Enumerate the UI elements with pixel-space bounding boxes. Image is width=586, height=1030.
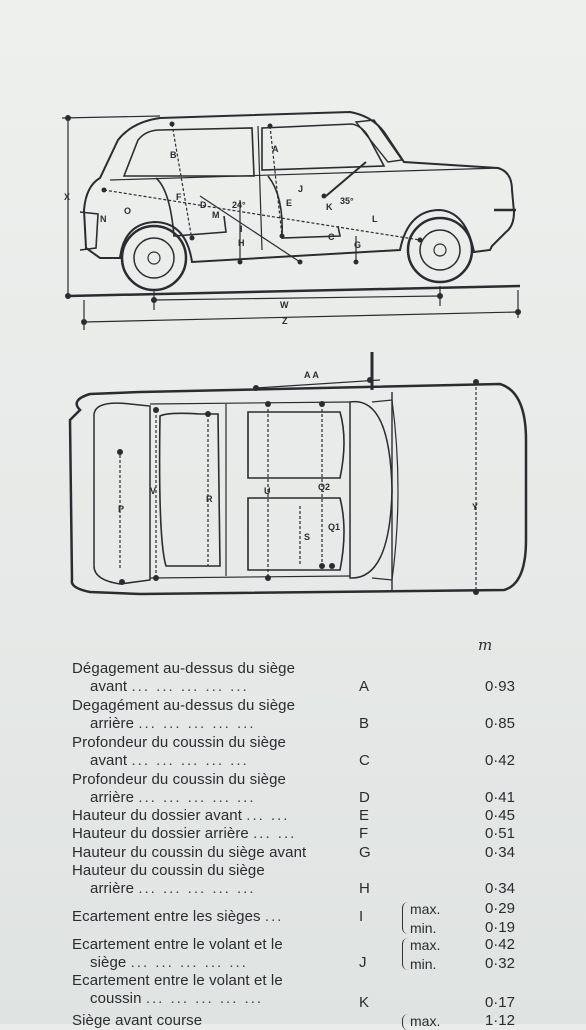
max-label: max. xyxy=(410,1013,441,1029)
dim-label-y: Y xyxy=(472,502,478,512)
top-view-diagram xyxy=(68,352,528,596)
dim-label-q2: Q2 xyxy=(318,482,330,492)
row-letter: D xyxy=(359,789,370,806)
car-dimension-diagrams: X N O B F D M H A E J K C G L I W Z 24° … xyxy=(61,110,528,596)
row-description-cont: arrière xyxy=(90,715,135,732)
dim-label-f: F xyxy=(176,192,182,202)
dim-label-z: Z xyxy=(282,316,288,326)
row-value: 0·45 xyxy=(484,807,515,824)
row-description: Siège avant course xyxy=(72,1012,203,1029)
row-description: Hauteur du dossier arrière xyxy=(72,825,249,842)
row-description-cont: avant xyxy=(90,752,128,769)
dim-label-n: N xyxy=(100,214,107,224)
row-letter: C xyxy=(359,752,370,769)
row-description: Hauteur du coussin du siège avant xyxy=(72,844,307,861)
dim-label-l: L xyxy=(372,214,378,224)
dim-label-c: C xyxy=(328,232,335,242)
row-letter: B xyxy=(359,715,370,732)
angle-label-24: 24° xyxy=(232,200,246,210)
row-letter: E xyxy=(359,807,370,824)
dim-label-g: G xyxy=(354,240,361,250)
min-value: 0·32 xyxy=(484,955,515,972)
dim-label-d: D xyxy=(200,200,207,210)
dim-label-aa: A A xyxy=(304,370,319,380)
row-description: Degagément au-dessus du siège xyxy=(72,697,296,714)
row-value: 0·34 xyxy=(484,880,515,897)
top-view-dots xyxy=(117,377,479,595)
row-value: 0·51 xyxy=(484,825,515,842)
row-letter: H xyxy=(359,880,370,897)
row-value: 0·34 xyxy=(484,844,515,861)
row-value: 0·93 xyxy=(484,678,515,695)
dim-label-q1: Q1 xyxy=(328,522,340,532)
side-view-diagram xyxy=(61,110,521,330)
row-description: Ecartement entre le volant et le xyxy=(72,936,283,953)
dim-label-m: M xyxy=(212,210,220,220)
row-description: Hauteur du dossier avant xyxy=(72,807,242,824)
range-brace xyxy=(402,902,409,934)
row-letter: I xyxy=(359,908,364,925)
row-letter: F xyxy=(359,825,369,842)
range-brace xyxy=(402,1014,409,1030)
row-description: Ecartement entre le volant et le xyxy=(72,972,283,989)
row-letter: G xyxy=(359,844,371,861)
row-value: 0·41 xyxy=(484,789,515,806)
max-label: max. xyxy=(410,937,441,953)
side-view-dots xyxy=(65,115,521,325)
min-label: min. xyxy=(410,920,437,936)
dim-label-i: I xyxy=(240,224,243,234)
row-description-cont: avant xyxy=(90,678,128,695)
dim-label-o: O xyxy=(124,206,131,216)
row-description: Profondeur du coussin du siège xyxy=(72,771,286,788)
max-label: max. xyxy=(410,901,441,917)
row-description-cont: coussin xyxy=(90,990,142,1007)
dim-label-w: W xyxy=(280,300,289,310)
unit-label: m xyxy=(478,636,493,654)
dim-label-e: E xyxy=(286,198,292,208)
row-description: Ecartement entre les sièges xyxy=(72,908,261,925)
row-value: 0·17 xyxy=(484,994,515,1011)
min-label: min. xyxy=(410,956,437,972)
dim-label-p: P xyxy=(118,504,124,514)
range-brace xyxy=(402,938,409,970)
row-value: 0·85 xyxy=(484,715,515,732)
dim-label-b: B xyxy=(170,150,177,160)
dim-label-x: X xyxy=(64,192,70,202)
max-value: 1·12 xyxy=(484,1012,515,1029)
dim-label-j: J xyxy=(298,184,303,194)
row-letter: A xyxy=(359,678,370,695)
dim-label-h: H xyxy=(238,238,245,248)
dim-label-k: K xyxy=(326,202,333,212)
min-value: 0·19 xyxy=(484,919,515,936)
dim-label-u: U xyxy=(264,486,271,496)
side-view-labels: X N O B F D M H A E J K C G L I W Z 24° … xyxy=(64,144,378,326)
top-view-labels: A A P V R U Q2 Q1 S Y xyxy=(118,370,478,542)
max-value: 0·42 xyxy=(484,936,515,953)
row-description: Dégagement au-dessus du siège xyxy=(72,660,296,677)
dim-label-s: S xyxy=(304,532,310,542)
row-letter: K xyxy=(359,994,370,1011)
angle-label-35: 35° xyxy=(340,196,354,206)
row-value: 0·42 xyxy=(484,752,515,769)
row-description-cont: arrière xyxy=(90,880,135,897)
max-value: 0·29 xyxy=(484,900,515,917)
row-description: Hauteur du coussin du siège xyxy=(72,862,265,879)
dim-label-v: V xyxy=(150,486,156,496)
row-description-cont: arrière xyxy=(90,789,135,806)
dim-label-a: A xyxy=(272,144,279,154)
dim-label-r: R xyxy=(206,494,213,504)
row-description-cont: siège xyxy=(90,954,127,971)
row-description: Profondeur du coussin du siège xyxy=(72,734,286,751)
row-letter: J xyxy=(359,954,367,971)
